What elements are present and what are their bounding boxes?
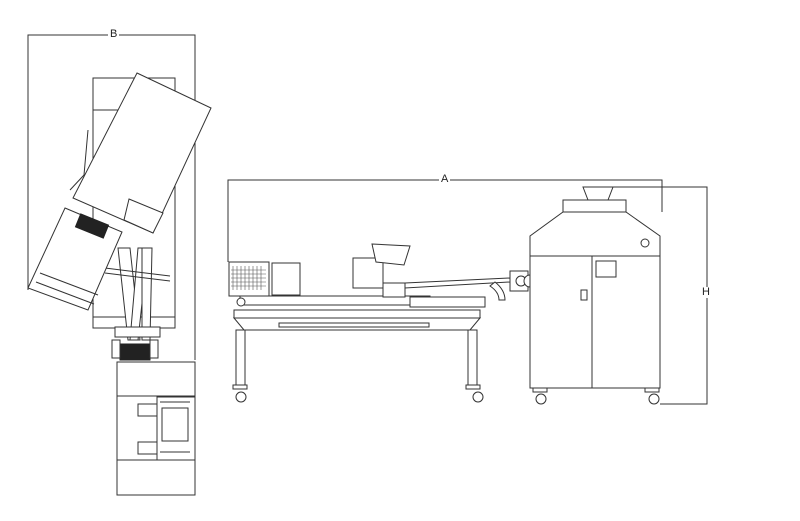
top-view (27, 34, 212, 496)
dimension-a-label: A (439, 173, 451, 185)
dimension-b-label: B (108, 28, 120, 40)
tilted-conveyor (27, 207, 123, 311)
tilted-hopper (72, 72, 212, 234)
chutes (104, 247, 171, 341)
feeder-table (232, 309, 484, 403)
side-view (227, 179, 708, 405)
rounder-cabinet (529, 186, 661, 405)
transfer-conveyor (404, 270, 537, 301)
dimension-h-label: H (700, 286, 712, 298)
rounder-top-view (116, 361, 196, 496)
roller-assembly (111, 326, 161, 361)
feeder-machinery (228, 243, 486, 308)
